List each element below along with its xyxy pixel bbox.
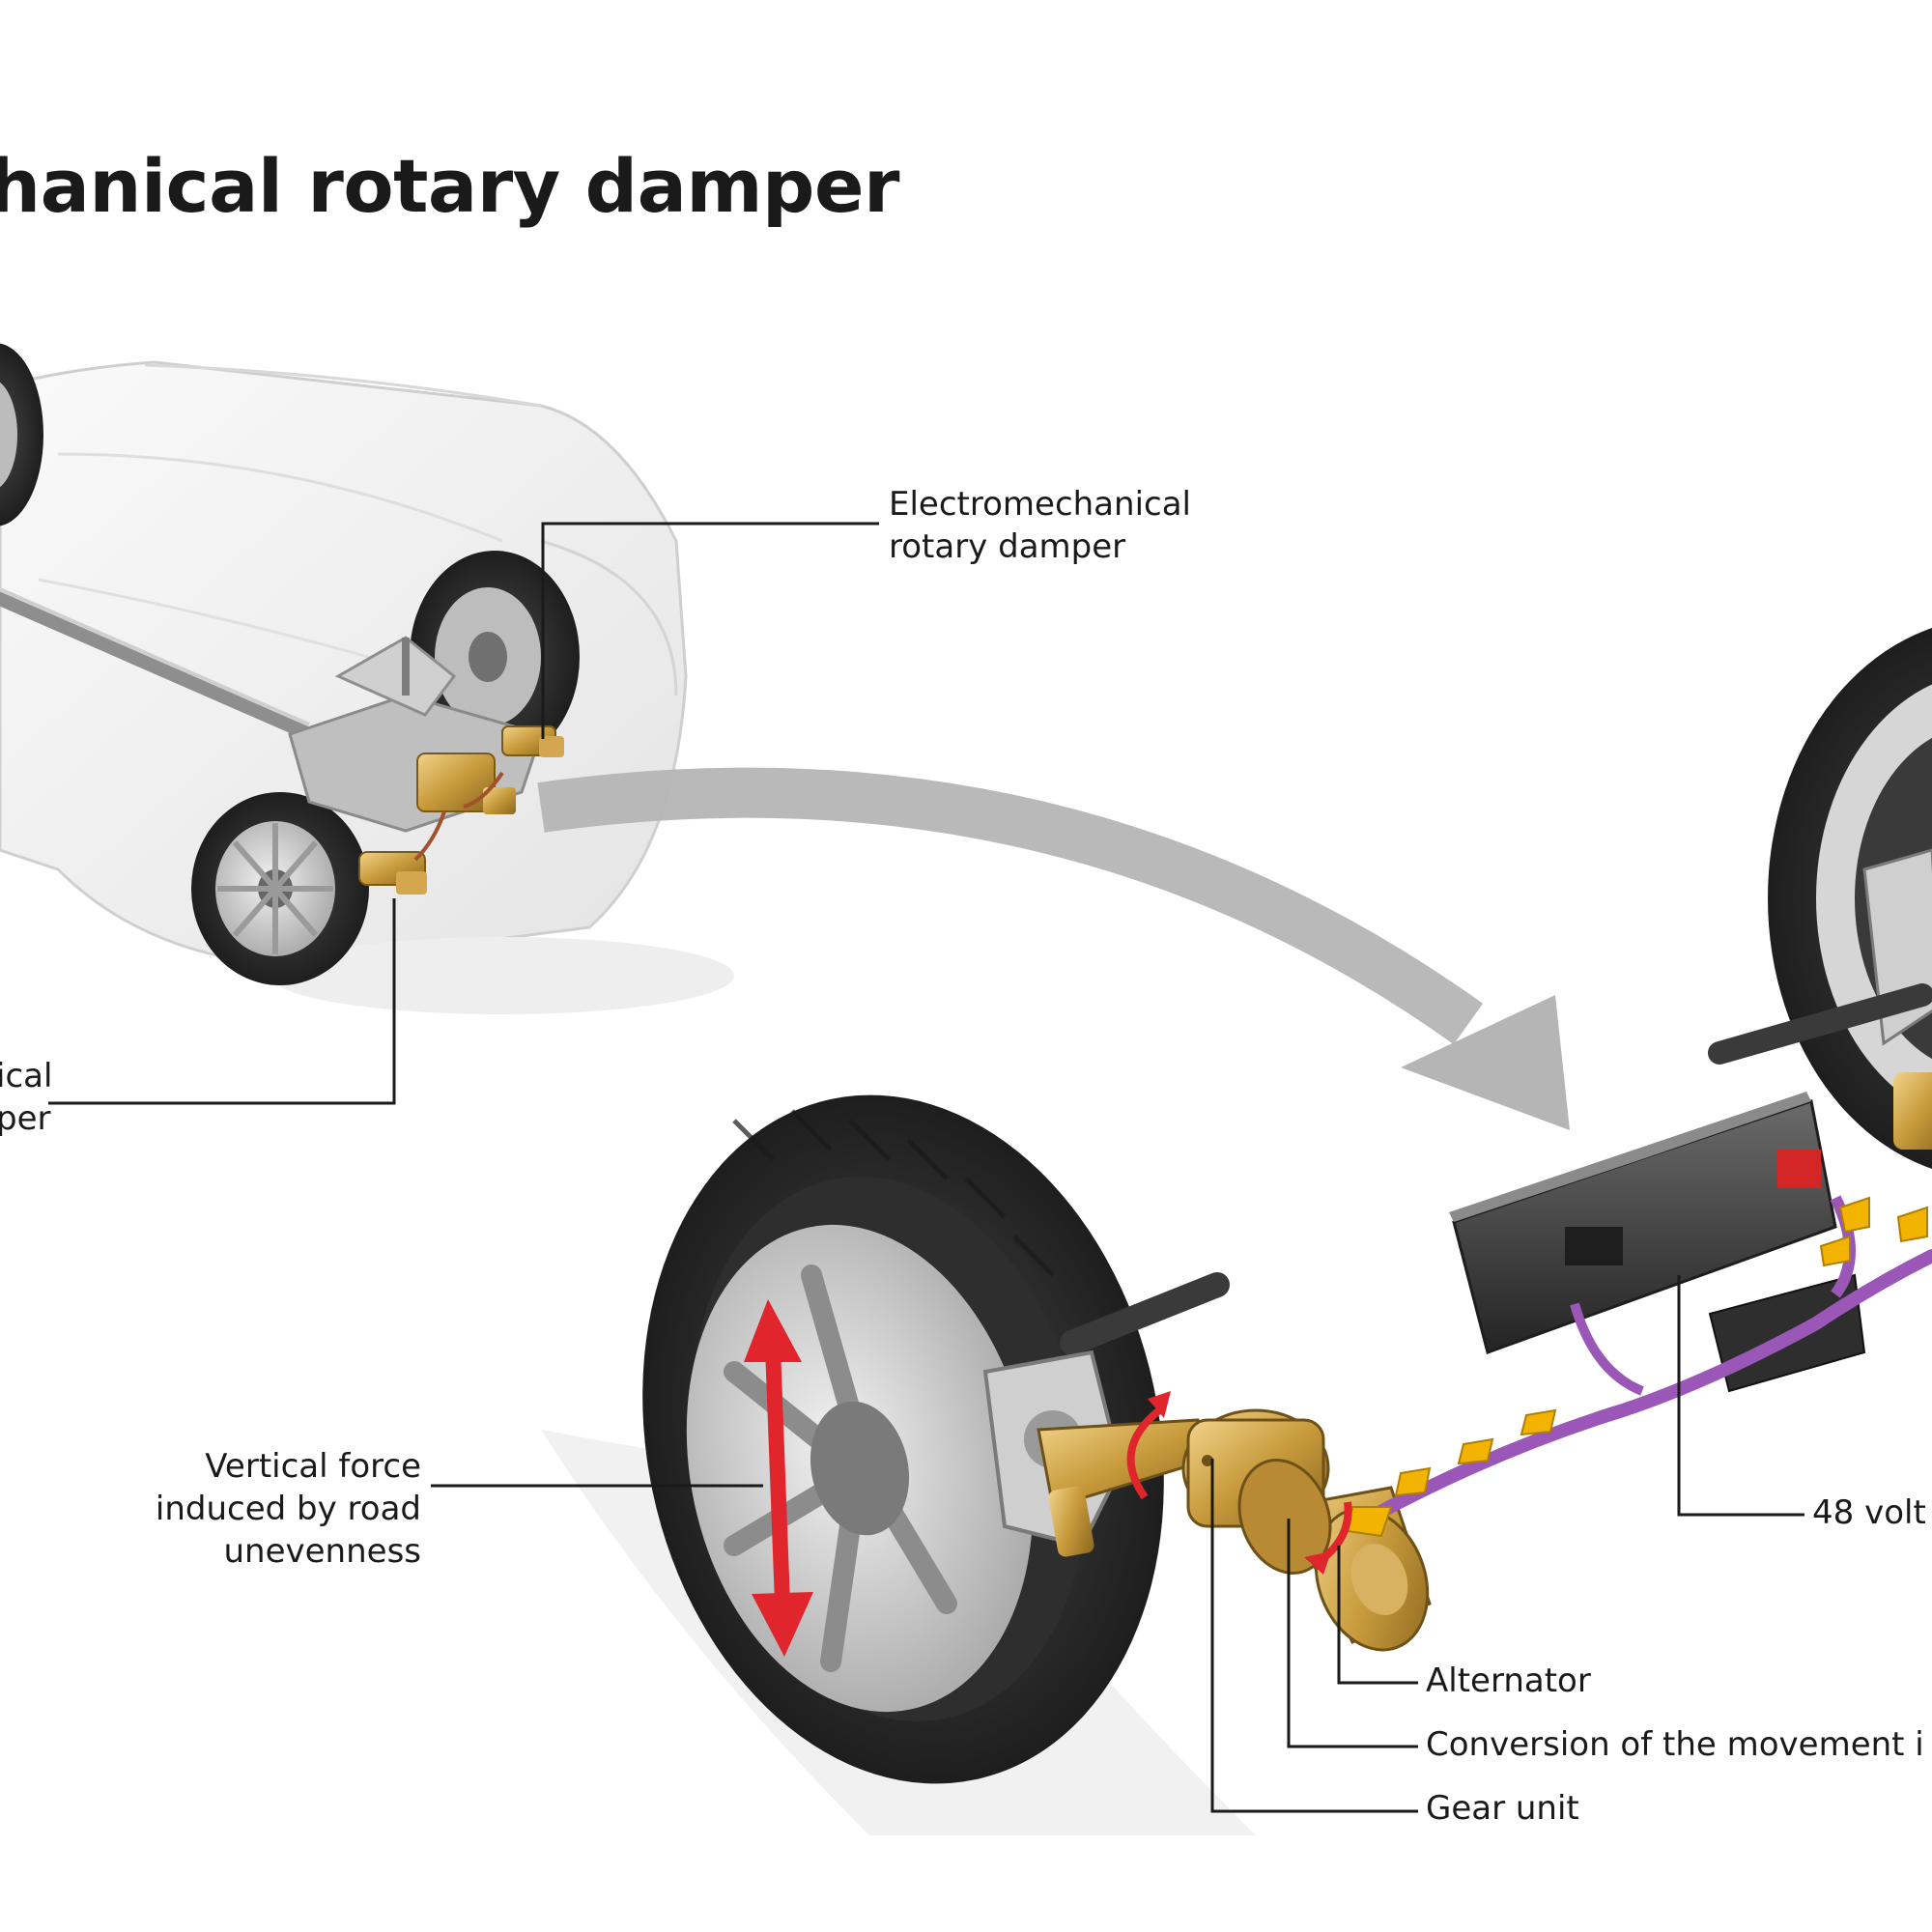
axle-shaft (1060, 1272, 1230, 1355)
car-rear-wheel-bottom (191, 792, 369, 985)
page-title: hanical rotary damper (0, 143, 900, 229)
driveshaft (0, 587, 316, 741)
label-alternator: Alternator (1426, 1662, 1591, 1700)
label-vertical-force-line-1: Vertical force (205, 1447, 421, 1486)
label-gear-unit: Gear unit (1426, 1789, 1579, 1828)
label-left-partial: ical per (0, 1055, 52, 1140)
label-rotary-damper-line-1: Electromechanical (889, 485, 1191, 524)
rotation-arrowhead-top (1148, 1391, 1171, 1418)
rotation-arrowhead-bottom (1304, 1551, 1331, 1575)
right-axle-shaft (1708, 983, 1932, 1065)
leader-lines (48, 522, 1804, 1813)
curved-arrow-icon (537, 767, 1570, 1130)
control-unit-48v (1449, 1092, 1866, 1393)
car-front-wheel (0, 343, 43, 526)
car-body (0, 360, 734, 1014)
label-left-partial-line-1: ical (0, 1057, 53, 1095)
label-left-partial-line-2: per (0, 1099, 51, 1138)
label-conversion: Conversion of the movement i (1426, 1725, 1924, 1764)
right-wheel (1768, 628, 1932, 1169)
alternator (1237, 1459, 1432, 1652)
chevron-arrow-icon (1346, 1196, 1928, 1538)
label-48-volt: 48 volt (1812, 1493, 1926, 1532)
label-vertical-force-line-3: unevenness (223, 1532, 422, 1571)
label-rotary-damper: Electromechanical rotary damper (889, 483, 1191, 568)
label-vertical-force-line-2: induced by road (155, 1490, 421, 1528)
double-arrow-icon (744, 1299, 813, 1657)
label-rotary-damper-line-2: rotary damper (889, 527, 1126, 566)
label-vertical-force: Vertical force induced by road unevennes… (126, 1445, 421, 1573)
